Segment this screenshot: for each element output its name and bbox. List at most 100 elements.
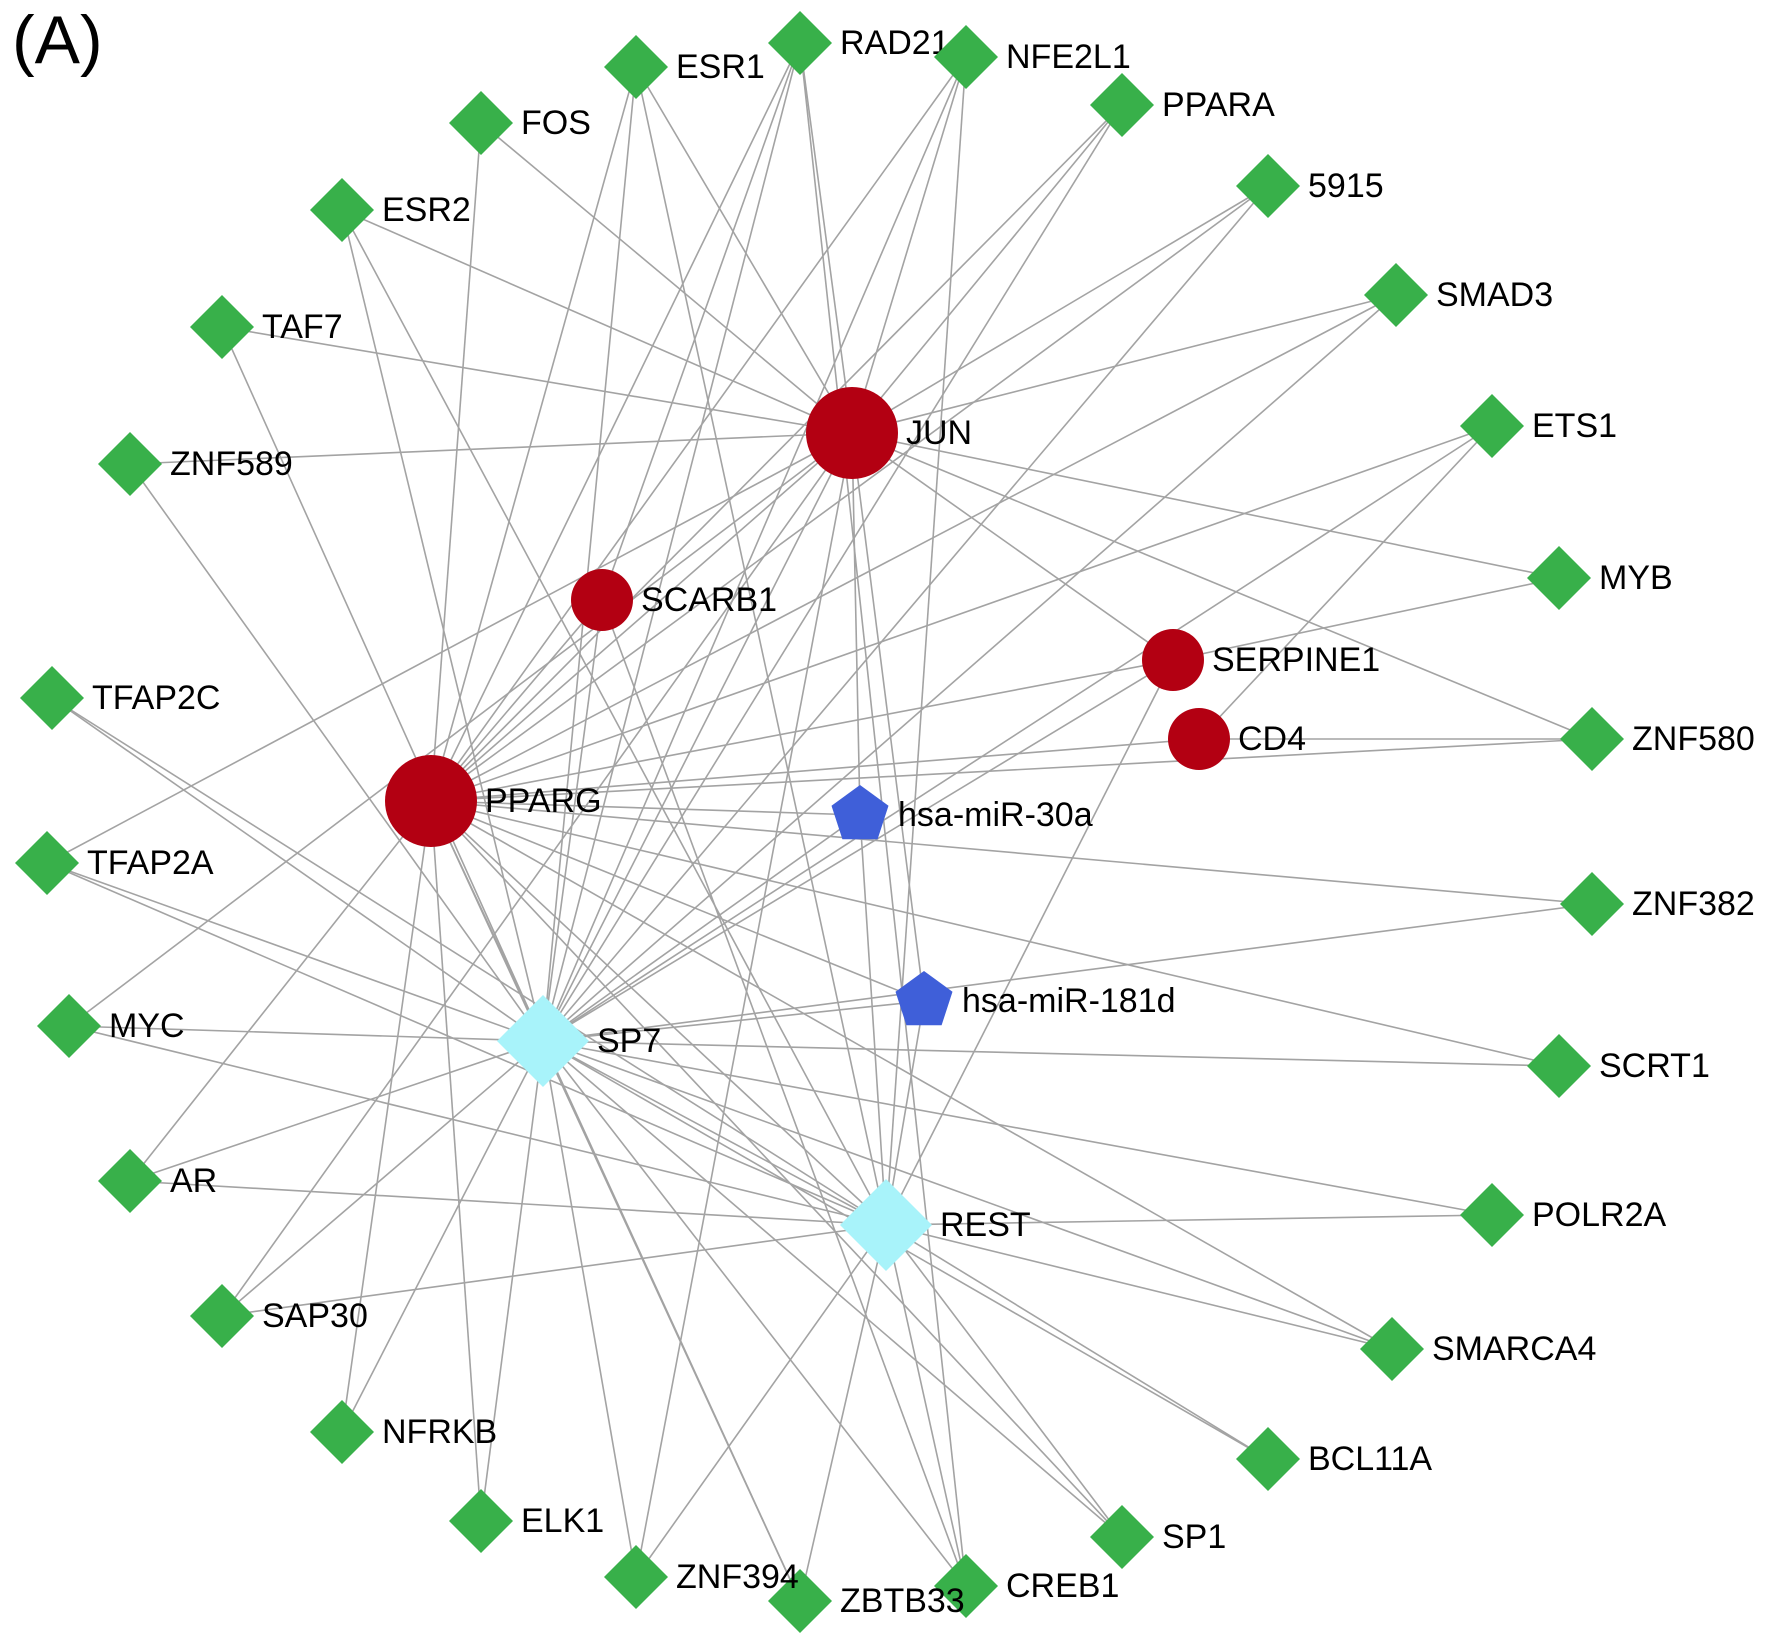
tf-diamond <box>98 1149 162 1213</box>
edge-nfe2l1-to-sp7 <box>542 56 967 1042</box>
node-label-pparg: PPARG <box>485 782 602 820</box>
edge-smad3-to-sp7 <box>542 294 1397 1042</box>
edge-myc-to-sp7 <box>68 1025 544 1042</box>
edge-nfrkb-to-sp7 <box>341 1040 544 1433</box>
edge-esr1-to-rest <box>635 66 887 1226</box>
edge-fos-to-jun <box>480 122 853 434</box>
edge-ppara-to-pparg <box>430 104 1123 802</box>
node-sp1: SP1 <box>1090 1505 1226 1569</box>
node-label-cd4: CD4 <box>1238 720 1306 758</box>
edge-smad3-to-pparg <box>430 294 1397 802</box>
tf-diamond <box>190 295 254 359</box>
tf-diamond <box>1460 1183 1524 1247</box>
edge-nfe2l1-to-jun <box>851 56 967 434</box>
edge-serpine1-to-pparg <box>430 659 1174 802</box>
edge-sp7-to-rest <box>542 1040 887 1226</box>
target-gene-circle <box>385 755 477 847</box>
tf-diamond <box>1090 73 1154 137</box>
edge-hsa-mir-181d-to-sp7 <box>542 1000 925 1042</box>
node-label-polr2a: POLR2A <box>1532 1196 1666 1234</box>
tf-diamond <box>1236 1427 1300 1491</box>
tf-diamond <box>310 1400 374 1464</box>
node-taf7: TAF7 <box>190 295 343 359</box>
node-label-ar: AR <box>170 1162 217 1200</box>
mirna-pentagon <box>831 785 889 840</box>
tf-diamond <box>37 994 101 1058</box>
node-label-rest: REST <box>940 1206 1031 1244</box>
node-hsa-mir-30a: hsa-miR-30a <box>831 785 1093 840</box>
node-label-bcl11a: BCL11A <box>1308 1440 1432 1478</box>
node-label-tfap2a: TFAP2A <box>87 844 214 882</box>
node-creb1: CREB1 <box>934 1554 1119 1618</box>
hub-tf-diamond <box>497 995 589 1087</box>
node-label-ppara: PPARA <box>1162 86 1275 124</box>
target-gene-circle <box>1168 708 1230 770</box>
node-label-myc: MYC <box>109 1007 185 1045</box>
tf-diamond <box>1360 1317 1424 1381</box>
target-gene-circle <box>1142 629 1204 691</box>
edge-5915-to-jun <box>851 185 1269 434</box>
node-polr2a: POLR2A <box>1460 1183 1666 1247</box>
edge-pparg-to-rest <box>430 800 887 1226</box>
edge-scarb1-to-sp7 <box>542 599 603 1042</box>
edge-esr2-to-jun <box>341 209 853 434</box>
tf-diamond <box>1460 394 1524 458</box>
edge-tfap2a-to-jun <box>46 432 853 864</box>
node-label-rad21: RAD21 <box>840 24 950 62</box>
node-label-esr1: ESR1 <box>676 48 765 86</box>
edge-fos-to-pparg <box>430 122 482 802</box>
node-label-sp1: SP1 <box>1162 1518 1226 1556</box>
node-zbtb33: ZBTB33 <box>768 1569 965 1633</box>
edge-znf382-to-sp7 <box>542 903 1593 1042</box>
edge-ppara-to-jun <box>851 104 1123 434</box>
tf-diamond <box>449 1489 513 1553</box>
edge-ppara-to-sp7 <box>542 104 1123 1042</box>
target-gene-circle <box>806 387 898 479</box>
node-cd4: CD4 <box>1168 708 1306 770</box>
edge-rad21-to-scarb1 <box>601 42 801 601</box>
node-label-znf589: ZNF589 <box>170 445 293 483</box>
edge-jun-to-serpine1 <box>851 432 1174 661</box>
tf-diamond <box>768 11 832 75</box>
edge-myc-to-rest <box>68 1025 887 1226</box>
node-label-myb: MYB <box>1599 559 1673 597</box>
edge-ar-to-pparg <box>129 800 432 1182</box>
node-rad21: RAD21 <box>768 11 950 75</box>
edge-znf580-to-pparg <box>430 738 1593 802</box>
edge-znf394-to-sp7 <box>542 1040 637 1578</box>
edge-tfap2c-to-sp7 <box>51 697 544 1042</box>
edge-smarca4-to-rest <box>885 1224 1393 1350</box>
tf-diamond <box>1090 1505 1154 1569</box>
node-label-sap30: SAP30 <box>262 1297 368 1335</box>
edge-scrt1-to-pparg <box>430 800 1560 1067</box>
node-sap30: SAP30 <box>190 1284 368 1348</box>
tf-diamond <box>604 35 668 99</box>
tf-diamond <box>310 178 374 242</box>
node-esr1: ESR1 <box>604 35 765 99</box>
edge-sp1-to-sp7 <box>542 1040 1123 1538</box>
edge-tfap2a-to-rest <box>46 862 887 1226</box>
tf-diamond <box>1364 263 1428 327</box>
node-esr2: ESR2 <box>310 178 471 242</box>
node-label-5915: 5915 <box>1308 167 1384 205</box>
node-znf589: ZNF589 <box>98 432 293 496</box>
edge-sap30-to-sp7 <box>221 1040 544 1317</box>
edge-esr2-to-sp7 <box>341 209 544 1042</box>
panel-label: (A) <box>12 2 103 78</box>
node-label-hsa-mir-181d: hsa-miR-181d <box>962 982 1176 1020</box>
node-tfap2c: TFAP2C <box>20 666 220 730</box>
node-label-fos: FOS <box>521 104 591 142</box>
edge-bcl11a-to-rest <box>885 1224 1269 1460</box>
tf-diamond <box>1236 154 1300 218</box>
edge-ar-to-rest <box>129 1180 887 1226</box>
node-label-ets1: ETS1 <box>1532 407 1617 445</box>
edge-znf394-to-rest <box>635 1224 887 1578</box>
tf-diamond <box>1527 546 1591 610</box>
edge-esr1-to-sp7 <box>542 66 637 1042</box>
node-nfrkb: NFRKB <box>310 1400 497 1464</box>
node-smarca4: SMARCA4 <box>1360 1317 1596 1381</box>
tf-diamond <box>604 1545 668 1609</box>
node-label-znf394: ZNF394 <box>676 1558 799 1596</box>
edge-creb1-to-sp7 <box>542 1040 967 1587</box>
node-label-serpine1: SERPINE1 <box>1212 641 1380 679</box>
